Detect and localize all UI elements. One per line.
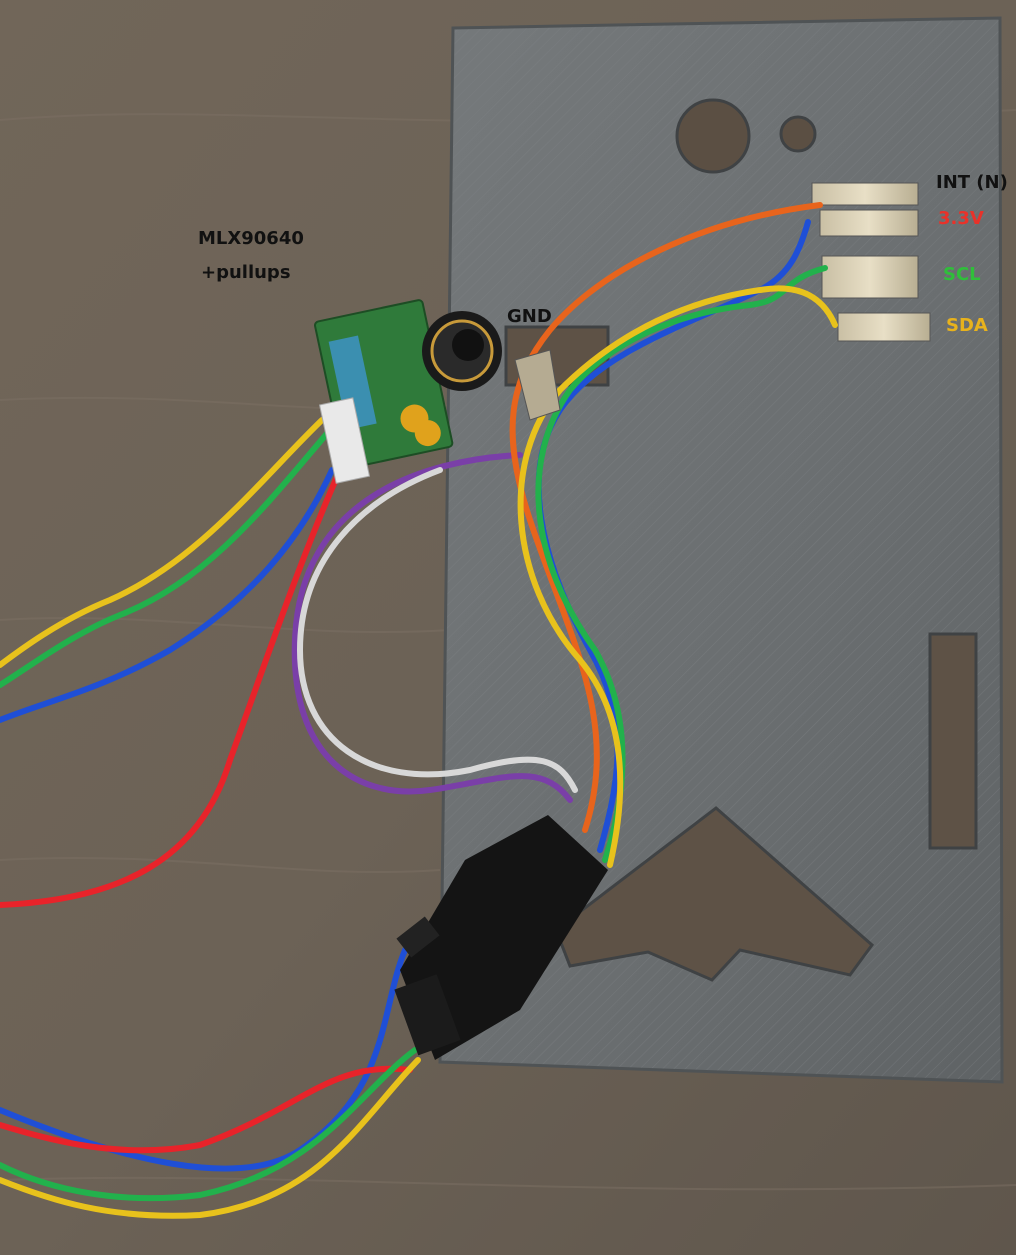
v33-label: 3.3V: [938, 208, 984, 229]
int-label: INT (N): [936, 172, 1008, 193]
scl-label: SCL: [943, 264, 981, 285]
gnd-label: GND: [507, 306, 552, 327]
gnd-bracket: [514, 349, 561, 421]
wires: [0, 202, 838, 1219]
pullups-label: +pullups: [201, 262, 291, 283]
dupont-connector: [394, 815, 608, 1060]
sensor-name-label: MLX90640: [198, 228, 304, 249]
sensor-lens: [422, 311, 502, 391]
sda-label: SDA: [946, 315, 988, 336]
connection-pads: [811, 182, 931, 342]
